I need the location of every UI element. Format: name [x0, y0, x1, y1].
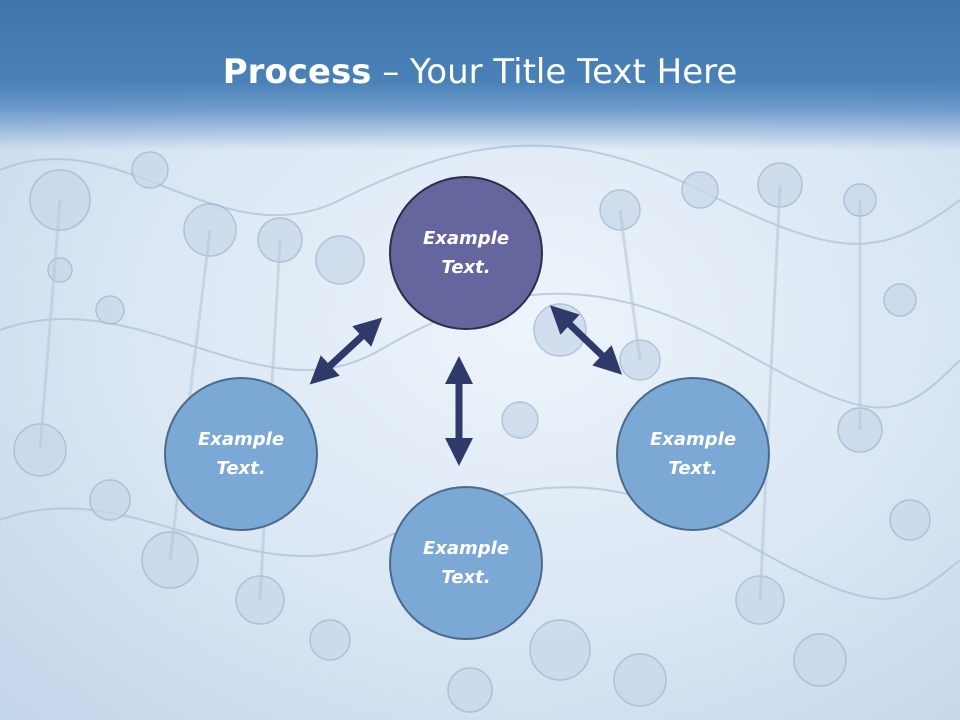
title-rest: – Your Title Text Here — [371, 52, 738, 92]
process-node-top[interactable]: Example Text. — [389, 176, 543, 330]
process-node-left[interactable]: Example Text. — [164, 377, 318, 531]
title-banner — [0, 0, 960, 150]
title-bold: Process — [222, 52, 372, 92]
node-label: Example Text. — [422, 538, 510, 588]
slide-title[interactable]: Process – Your Title Text Here — [0, 52, 960, 92]
process-node-bottom[interactable]: Example Text. — [389, 486, 543, 640]
process-node-right[interactable]: Example Text. — [616, 377, 770, 531]
arrow-top-left — [309, 317, 383, 385]
node-label: Example Text. — [197, 429, 285, 479]
node-label: Example Text. — [422, 228, 510, 278]
arrow-top-right — [549, 305, 623, 375]
node-label: Example Text. — [649, 429, 737, 479]
